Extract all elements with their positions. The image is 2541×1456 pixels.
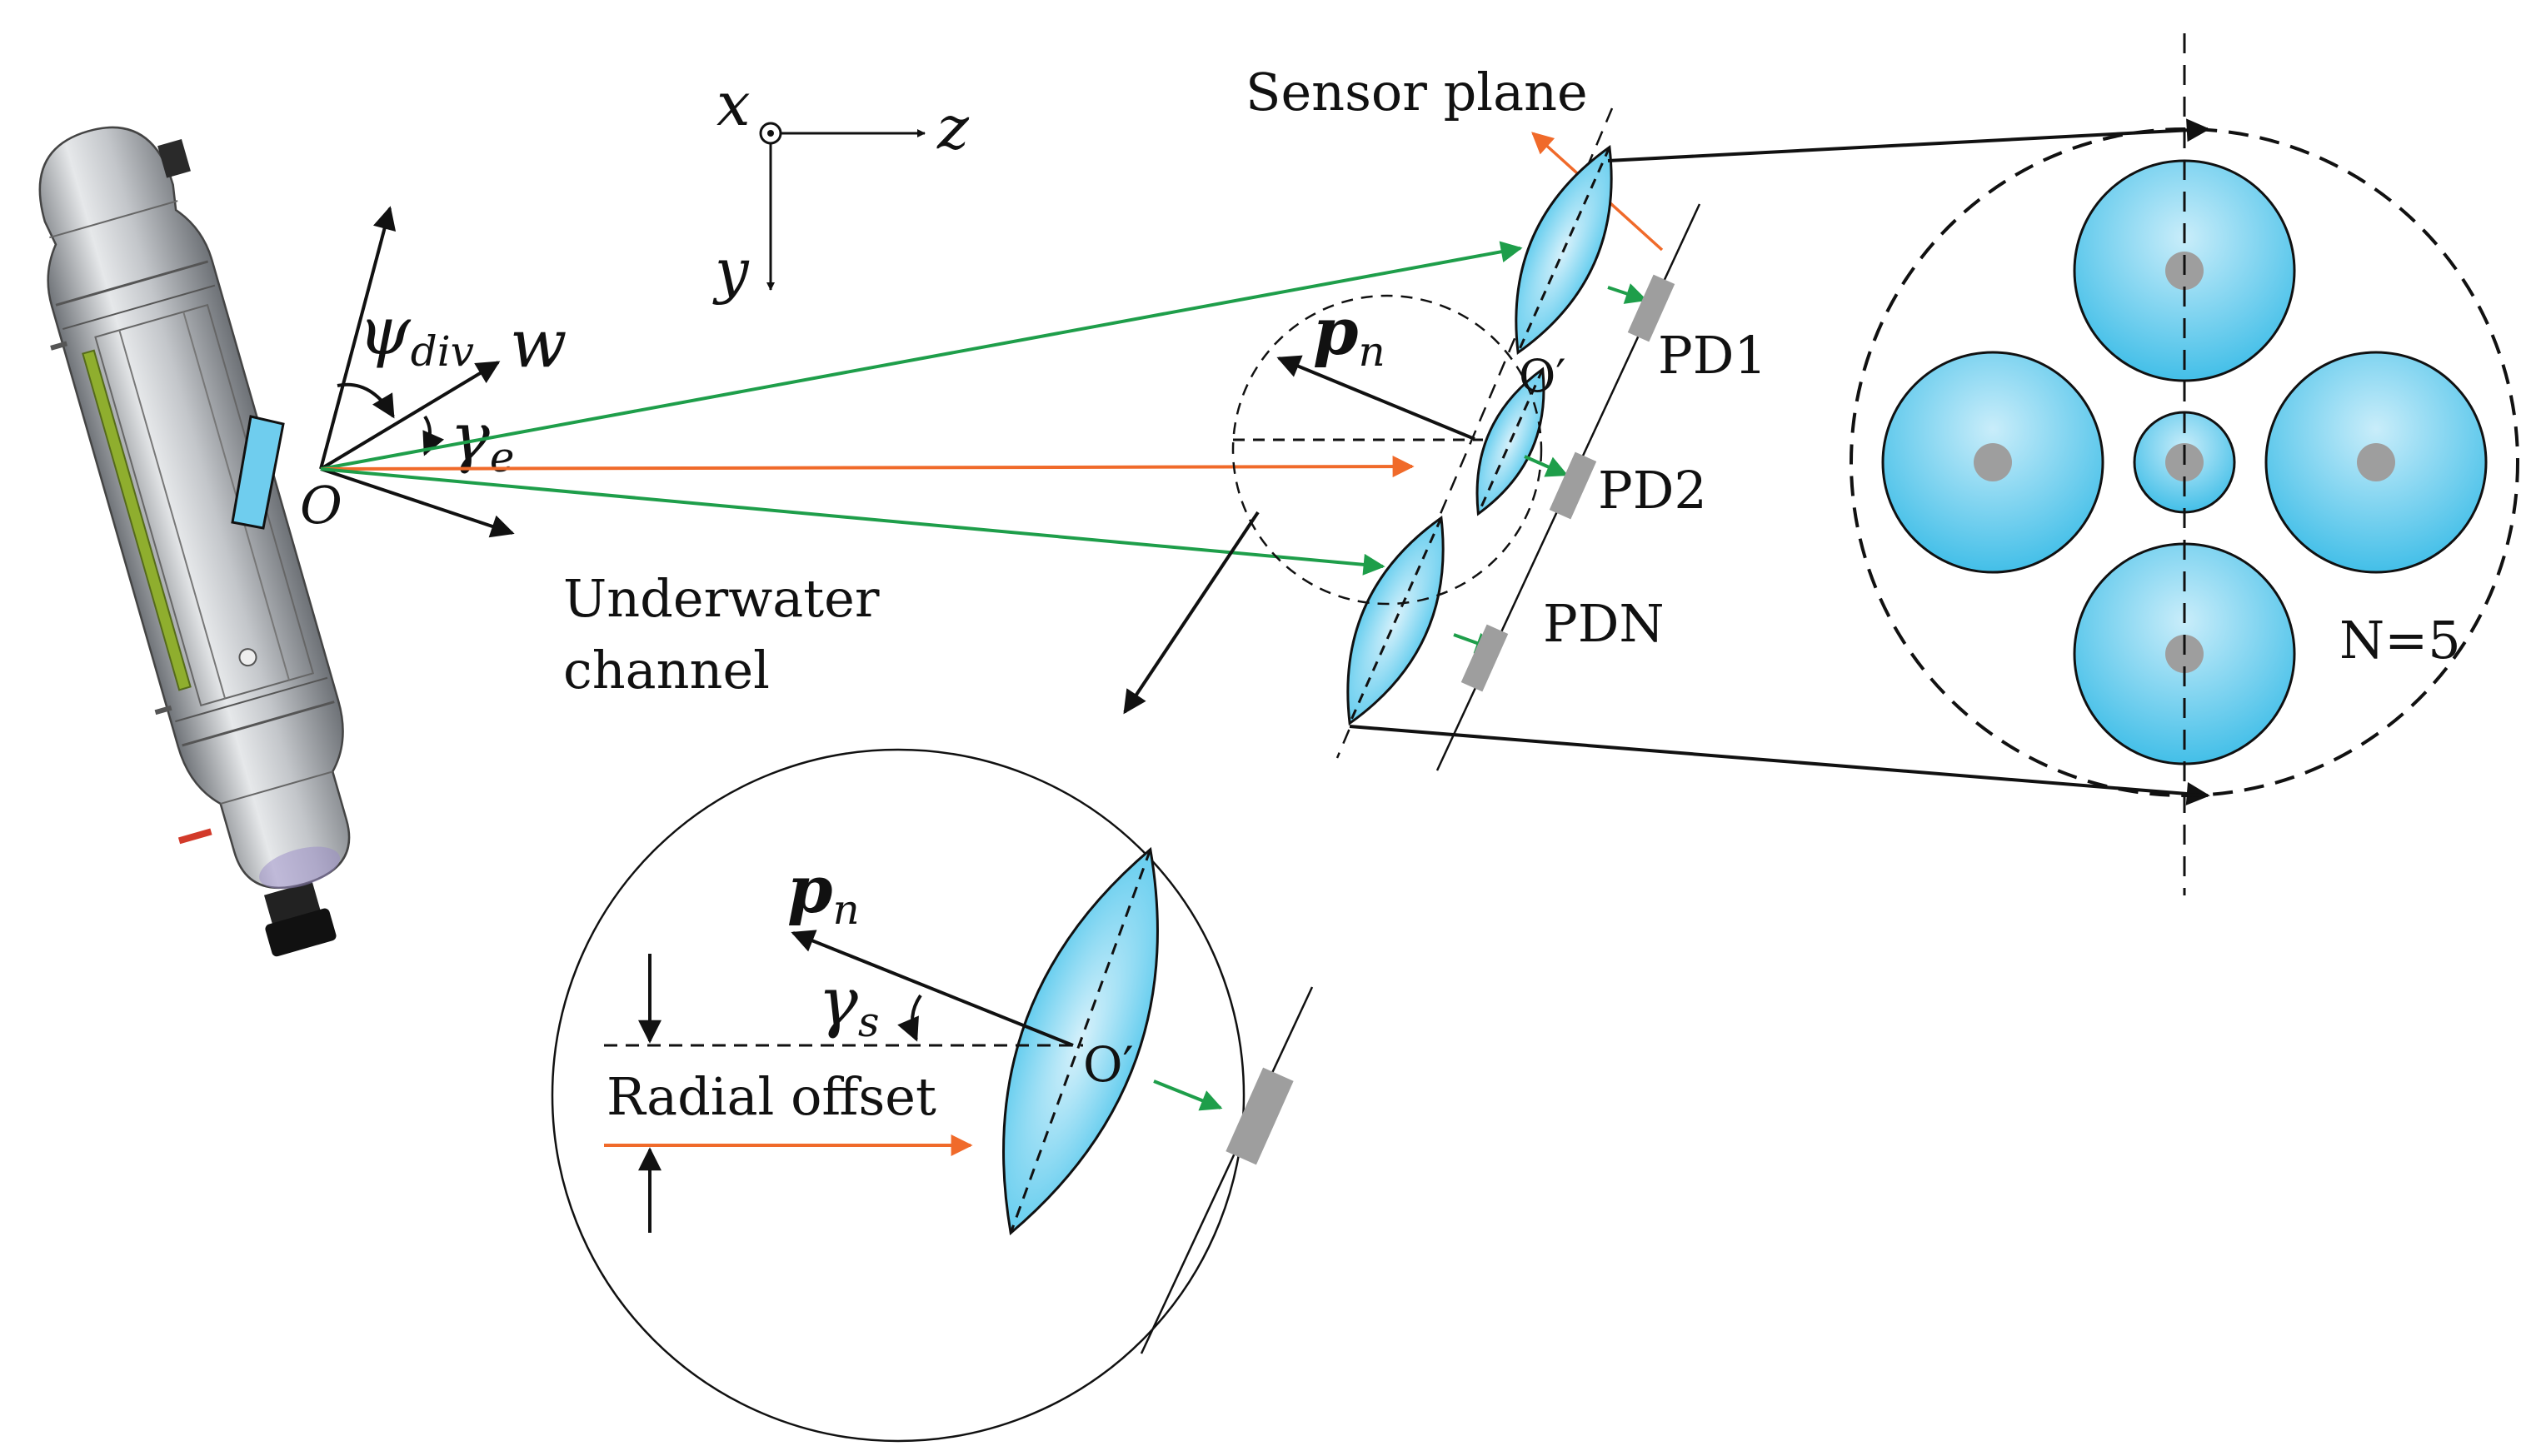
photodiode-icon: [1460, 274, 1675, 692]
gamma-s-label: γs: [818, 963, 879, 1046]
radial-offset-label: Radial offset: [607, 1066, 936, 1127]
transmitter-window: [231, 415, 285, 530]
z-axis-label: z: [936, 92, 970, 162]
auv-icon: [38, 126, 351, 957]
psi-div-label: ψdiv: [358, 292, 474, 376]
pd2-label: PD2: [1598, 460, 1707, 521]
transmitter-vectors: [319, 206, 515, 538]
pd1-label: PD1: [1658, 325, 1767, 386]
w-label: w: [510, 305, 567, 382]
pdn-label: PDN: [1543, 593, 1665, 654]
origin-prime-label: O′: [1519, 350, 1566, 402]
coordinate-axes: [759, 122, 926, 291]
receiver-array: [1123, 107, 1701, 771]
light-rays: [320, 241, 1523, 576]
origin-label: O: [300, 475, 342, 536]
pn-zoom-label: pn: [787, 852, 860, 934]
lens-array-front-view: [1850, 33, 2519, 895]
origin-prime-zoom-label: O′: [1083, 1036, 1134, 1093]
underwater-channel-label-line1: Underwater: [563, 568, 880, 629]
sensor-plane-label: Sensor plane: [1246, 62, 1588, 122]
underwater-channel-label-line2: channel: [563, 640, 770, 701]
n-count-label: N=5: [2339, 610, 2461, 671]
pn-label: pn: [1313, 294, 1385, 376]
zoom-detail: [551, 748, 1314, 1443]
y-axis-label: y: [712, 236, 750, 306]
gamma-e-label: γe: [450, 398, 514, 481]
x-axis-label: x: [716, 69, 751, 139]
